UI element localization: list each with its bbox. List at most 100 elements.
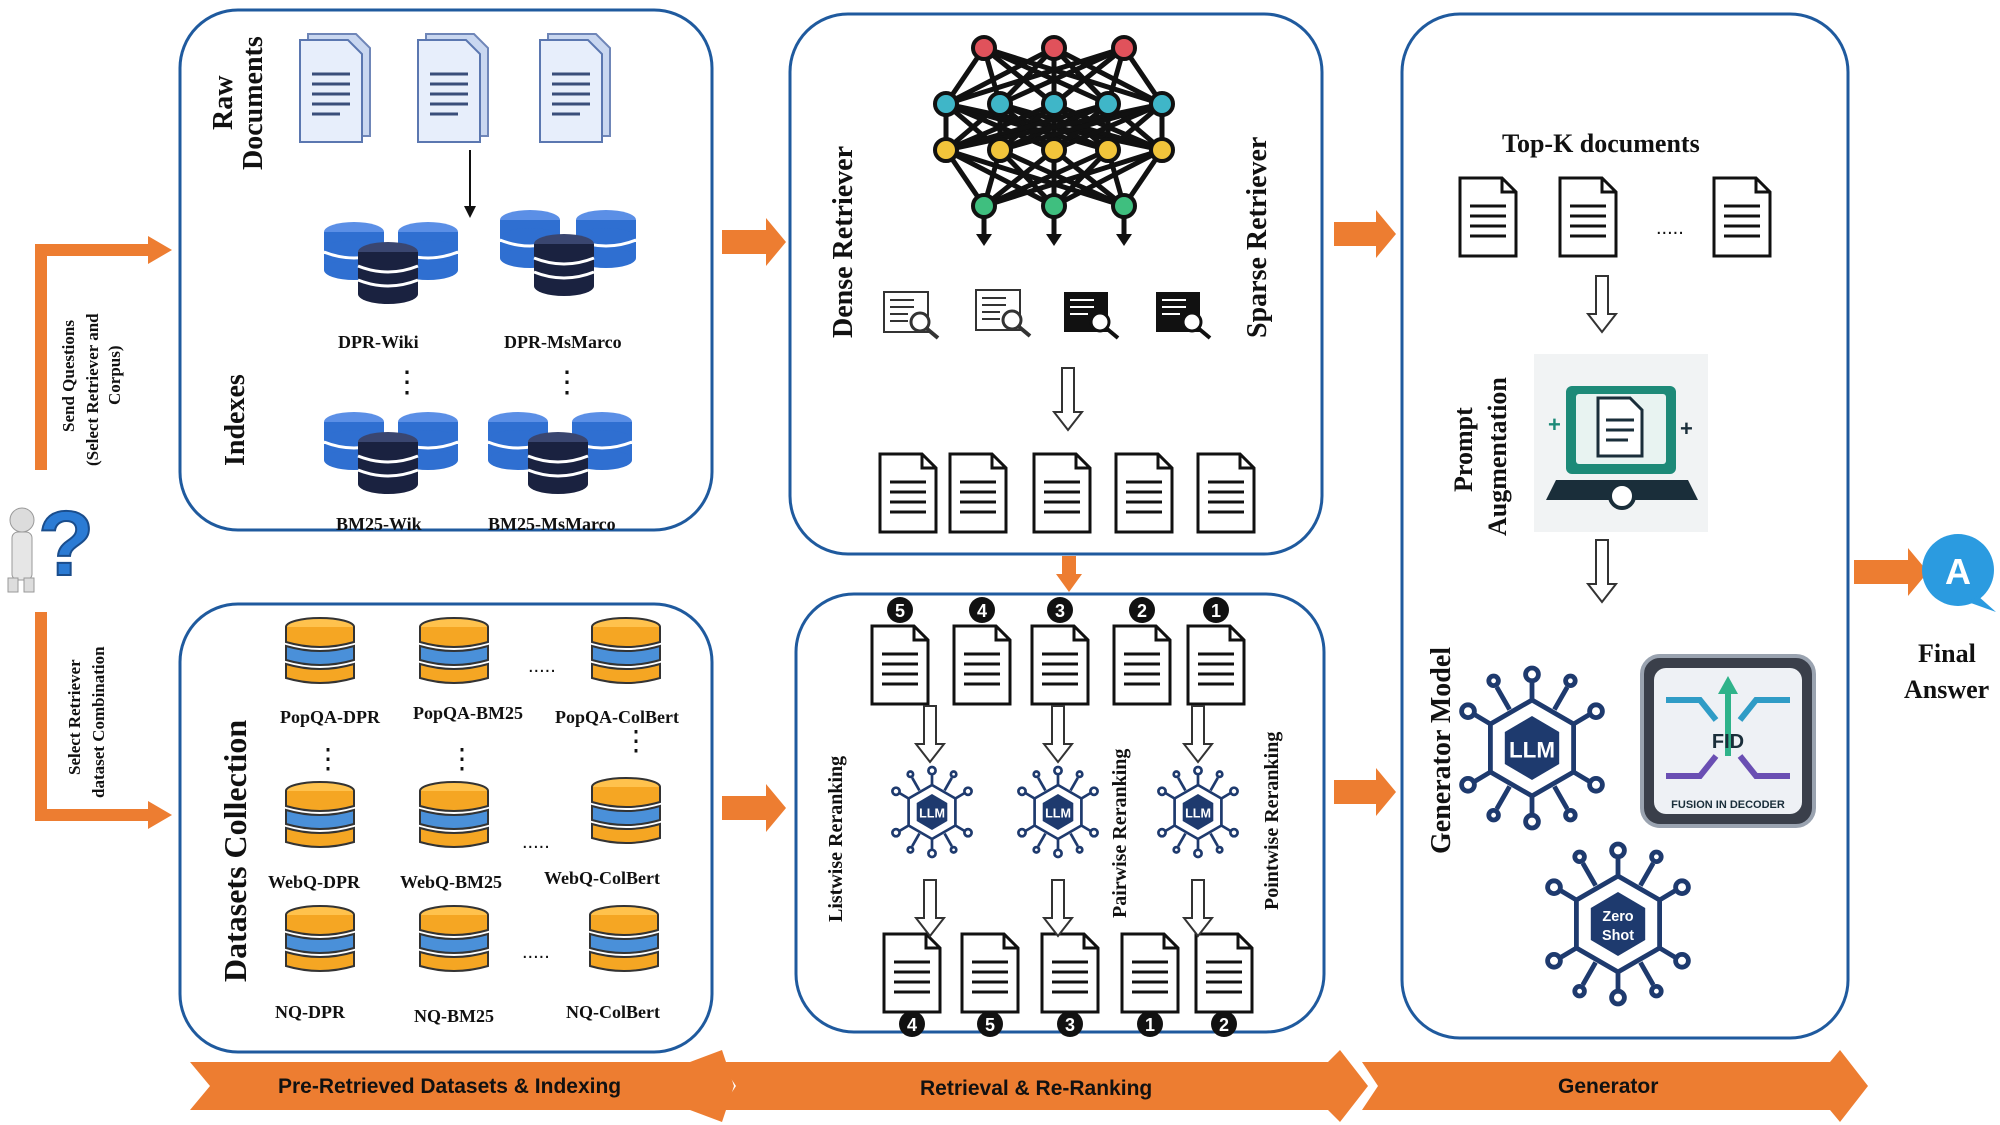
fid-fusion-in-decoder-icon: FID FUSION IN DECODER: [1640, 654, 1816, 828]
dataset-label: NQ-ColBert: [566, 1002, 660, 1022]
horizontal-dots: .....: [528, 655, 556, 677]
nq-bm25-database-icon: [419, 905, 489, 972]
dense-retriever-label: Dense Retriever: [828, 146, 859, 338]
generator-model-label: Generator Model: [1426, 647, 1457, 854]
vertical-dots: ⋮: [448, 743, 476, 774]
document-icon: [1458, 176, 1518, 258]
flow-arrow-right: [722, 784, 786, 832]
zero-shot-icon: Zero Shot: [1548, 844, 1689, 1004]
zero-shot-label-2: Shot: [1602, 928, 1634, 944]
send-questions-label: Send Questions: [59, 320, 78, 432]
send-questions-sub2: Corpus): [105, 345, 124, 405]
dpr-wiki-label: DPR-Wiki: [338, 332, 419, 352]
rank-badge: [1057, 1011, 1083, 1037]
document-icon: [882, 932, 942, 1014]
llm-generator-icon: LLM: [1462, 668, 1603, 828]
document-icon: [952, 624, 1012, 706]
document-icon: [870, 624, 930, 706]
document-icon: [1196, 452, 1256, 534]
network-edge: [999, 101, 1163, 153]
network-node: [1095, 91, 1121, 117]
listwise-reranking-label: Listwise Reranking: [825, 756, 847, 922]
network-output-arrowhead: [1046, 234, 1062, 246]
dataset-label: WebQ-DPR: [268, 872, 361, 892]
rank-badge: [977, 1011, 1003, 1037]
network-edge: [983, 147, 1163, 209]
llm-reranker-icon: LLM: [1157, 765, 1239, 859]
network-node: [1111, 193, 1137, 219]
rank-number: 2: [1137, 601, 1147, 621]
webq-dpr-database-icon: [285, 781, 355, 848]
document-icon: [948, 452, 1008, 534]
rank-number: 5: [985, 1015, 995, 1035]
fid-label: FID: [1712, 731, 1744, 753]
document-icon: [1712, 176, 1772, 258]
flow-arrow-down: [1056, 556, 1082, 592]
nq-dpr-database-icon: [285, 905, 355, 972]
rank-badge: [969, 597, 995, 623]
indexes-label: Indexes: [220, 374, 251, 466]
network-edge: [944, 147, 1056, 209]
network-edge: [998, 147, 1126, 209]
network-node: [1041, 91, 1067, 117]
network-node: [971, 193, 997, 219]
flow-arrow-down: [35, 612, 172, 829]
network-edge: [1052, 45, 1164, 107]
horizontal-dots: .....: [1656, 217, 1684, 239]
horizontal-dots: .....: [522, 941, 550, 963]
vertical-dots: ⋮: [622, 725, 650, 756]
final-answer-label-2: Answer: [1904, 675, 1989, 704]
network-node: [1149, 137, 1175, 163]
raw-document-icon: [416, 32, 490, 144]
document-icon: [1114, 452, 1174, 534]
document-icon: [1186, 624, 1246, 706]
rank-number: 2: [1219, 1015, 1229, 1035]
network-edge: [1052, 148, 1126, 208]
rank-number: 5: [895, 601, 905, 621]
dataset-label: PopQA-DPR: [280, 707, 381, 727]
raw-documents-label-2: Documents: [238, 36, 269, 170]
pairwise-reranking-label: Pairwise Reranking: [1109, 749, 1131, 918]
document-icon: [1194, 932, 1254, 1014]
retriever-panel: [788, 12, 1324, 556]
select-retriever-label: Select Retriever: [65, 659, 84, 775]
stage-banner-generator-label: Generator: [1558, 1075, 1658, 1098]
network-node: [987, 91, 1013, 117]
network-edge: [983, 45, 1163, 107]
network-node: [1111, 35, 1137, 61]
prompt-augmentation-label-2: Augmentation: [1483, 377, 1512, 536]
flow-arrow-right: [722, 218, 786, 266]
rank-number: 4: [907, 1015, 917, 1035]
network-edge: [982, 46, 1056, 106]
popqa-colbert-database-icon: [591, 617, 661, 684]
llm-reranker-icon: LLM: [1017, 765, 1099, 859]
llm-reranker-icon: LLM: [891, 765, 973, 859]
flow-arrow-right: [1854, 548, 1928, 596]
svg-text:?: ?: [38, 493, 94, 595]
network-edge: [944, 45, 1056, 107]
stage-banner-indexing: [190, 1050, 734, 1122]
document-icon: [960, 932, 1020, 1014]
popqa-bm25-database-icon: [419, 617, 489, 684]
rank-number: 3: [1055, 601, 1065, 621]
vertical-dots: ⋮: [392, 366, 422, 399]
vertical-dots: ⋮: [552, 366, 582, 399]
raw-document-icon: [298, 32, 372, 144]
rank-number: 1: [1211, 601, 1221, 621]
llm-label: LLM: [1509, 738, 1555, 763]
dataset-label: PopQA-ColBert: [555, 707, 679, 727]
llm-label: LLM: [1045, 806, 1071, 820]
webq-bm25-database-icon: [419, 781, 489, 848]
rank-badge: [1129, 597, 1155, 623]
dpr-msmarco-label: DPR-MsMarco: [504, 332, 622, 352]
network-edge: [1053, 101, 1163, 153]
rank-badge: [899, 1011, 925, 1037]
rank-badge: [887, 597, 913, 623]
stage-banner-retrieval-label: Retrieval & Re-Ranking: [920, 1077, 1152, 1100]
rank-badge: [1137, 1011, 1163, 1037]
network-node: [1095, 137, 1121, 163]
document-icon: [1558, 176, 1618, 258]
dataset-label: WebQ-ColBert: [544, 868, 660, 888]
network-node: [971, 35, 997, 61]
